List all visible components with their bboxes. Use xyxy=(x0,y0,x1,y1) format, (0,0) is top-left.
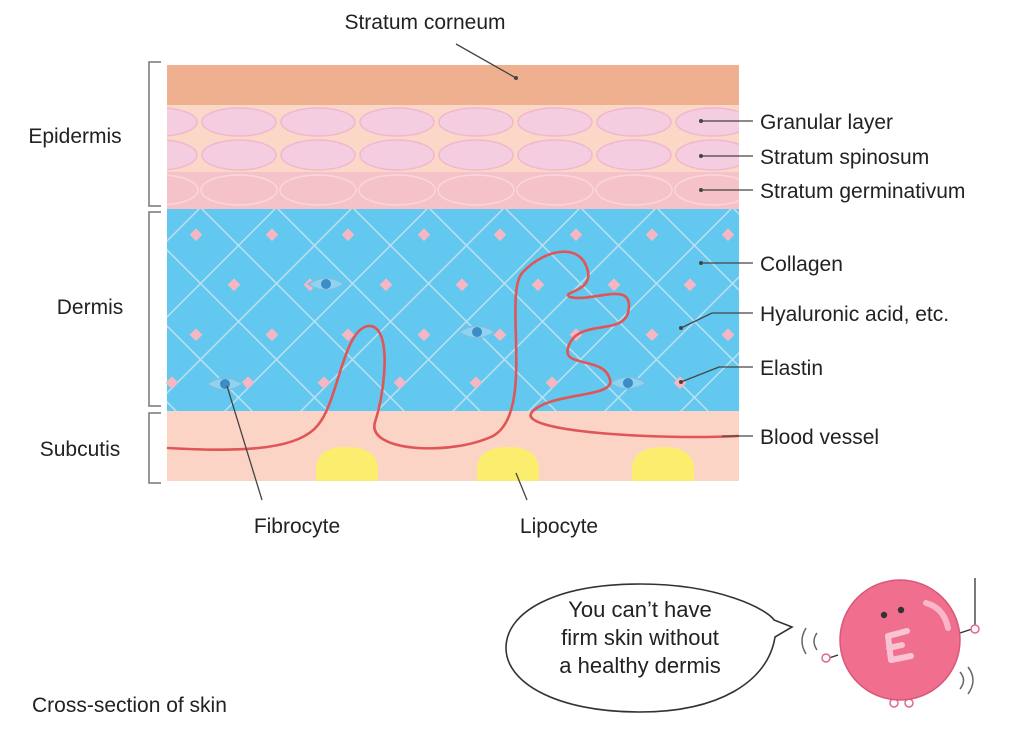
fibrocytes xyxy=(205,277,648,391)
bubble-line-3: a healthy dermis xyxy=(559,653,720,678)
stratum-corneum-label: Stratum corneum xyxy=(344,11,505,34)
dermis-label: Dermis xyxy=(57,296,124,319)
stratum-germinativum-label: Stratum germinativum xyxy=(760,180,965,203)
dermis-bracket xyxy=(148,211,161,407)
bubble-line-1: You can’t have xyxy=(568,597,712,622)
lipocyte xyxy=(477,447,539,481)
motion-lines-right xyxy=(959,666,974,695)
speech-bubble: You can’t have firm skin without a healt… xyxy=(505,583,794,713)
collagen-label: Collagen xyxy=(760,253,843,276)
motion-lines-left xyxy=(801,627,818,655)
fibrocyte xyxy=(608,376,648,390)
mascot-character xyxy=(801,578,980,708)
epidermis-label: Epidermis xyxy=(28,125,121,148)
subcutis-bracket xyxy=(148,412,161,484)
granular-layer-label: Granular layer xyxy=(760,111,893,134)
epidermis-bracket xyxy=(148,61,161,207)
elastin-label: Elastin xyxy=(760,357,823,380)
fibrocyte xyxy=(306,277,346,291)
hyaluronic-acid-label: Hyaluronic acid, etc. xyxy=(760,303,949,326)
group-brackets xyxy=(148,61,161,484)
stratum-spinosum-label: Stratum spinosum xyxy=(760,146,929,169)
mascot-body xyxy=(839,579,961,701)
bubble-line-2: firm skin without xyxy=(561,625,719,650)
blood-vessel xyxy=(166,250,740,452)
fibrocyte-label: Fibrocyte xyxy=(254,515,340,538)
spinosum-cells xyxy=(122,139,751,171)
lipocyte-label: Lipocyte xyxy=(520,515,598,538)
lipocytes xyxy=(316,447,694,481)
lipocyte xyxy=(316,447,378,481)
leader-dots xyxy=(514,76,703,384)
dermis-layer xyxy=(167,209,739,411)
caption: Cross-section of skin xyxy=(32,694,227,717)
stratum-corneum-layer xyxy=(167,65,739,105)
subcutis-label: Subcutis xyxy=(40,438,121,461)
leader-lines xyxy=(226,43,753,501)
lipocyte xyxy=(632,447,694,481)
blood-vessel-label: Blood vessel xyxy=(760,426,879,449)
granular-cells xyxy=(122,107,751,137)
mascot-c-letter xyxy=(885,628,914,663)
fibrocyte xyxy=(457,325,497,339)
